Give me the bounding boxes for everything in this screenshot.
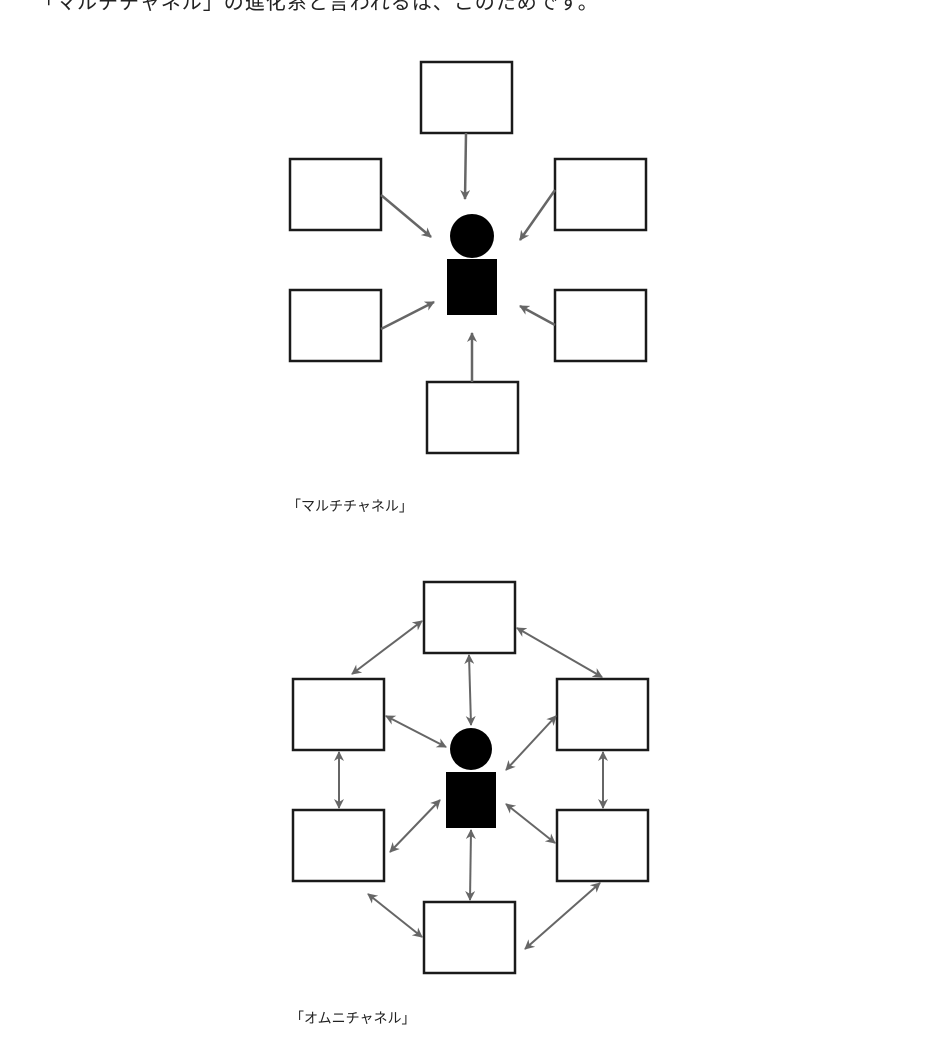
channel-box-bottom bbox=[422, 900, 517, 975]
arrow-top-upper-right bbox=[516, 627, 603, 678]
channel-box-bottom bbox=[425, 380, 520, 455]
intro-text: 「マルチチャネル」の進化系と言われるは、このためです。 bbox=[35, 0, 599, 14]
omnichannel-caption: 「オムニチャネル」 bbox=[290, 1011, 416, 1027]
channel-box-upper-right bbox=[553, 157, 648, 232]
multichannel-channel-boxes bbox=[288, 60, 648, 455]
arrow-lower-right-person bbox=[505, 803, 556, 844]
arrow-upper-left-to-person bbox=[380, 194, 432, 238]
arrow-lower-left-to-person bbox=[380, 300, 435, 331]
channel-box-lower-right bbox=[553, 288, 648, 363]
multichannel-caption: 「マルチチャネル」 bbox=[287, 499, 413, 515]
arrow-lower-right-to-person bbox=[519, 304, 556, 327]
omnichannel-arrows bbox=[334, 620, 608, 950]
channel-box-top bbox=[422, 580, 517, 655]
channel-box-lower-right bbox=[555, 808, 650, 883]
arrow-lower-left-person bbox=[389, 799, 441, 853]
multichannel-diagram bbox=[288, 60, 648, 455]
channel-box-lower-left bbox=[288, 288, 383, 363]
arrow-lower-right-bottom bbox=[524, 882, 601, 950]
multichannel-arrows bbox=[380, 132, 557, 382]
arrow-top-person bbox=[464, 654, 476, 726]
channel-box-lower-left bbox=[291, 808, 386, 883]
channel-box-upper-left bbox=[291, 677, 386, 752]
arrow-upper-right-to-person bbox=[518, 189, 557, 241]
channel-box-upper-left bbox=[288, 157, 383, 232]
omnichannel-channel-boxes bbox=[291, 580, 650, 975]
arrow-person-bottom bbox=[465, 829, 476, 901]
channel-box-upper-right bbox=[555, 677, 650, 752]
channel-box-top bbox=[419, 60, 514, 135]
arrow-lower-left-bottom bbox=[367, 893, 423, 938]
arrow-top-upper-left bbox=[351, 620, 423, 675]
person-icon bbox=[446, 728, 496, 828]
omnichannel-diagram bbox=[291, 580, 650, 975]
arrow-top-to-person bbox=[460, 132, 471, 200]
arrow-upper-left-person bbox=[385, 715, 447, 748]
arrow-upper-right-person bbox=[505, 715, 557, 771]
person-icon bbox=[447, 214, 497, 315]
